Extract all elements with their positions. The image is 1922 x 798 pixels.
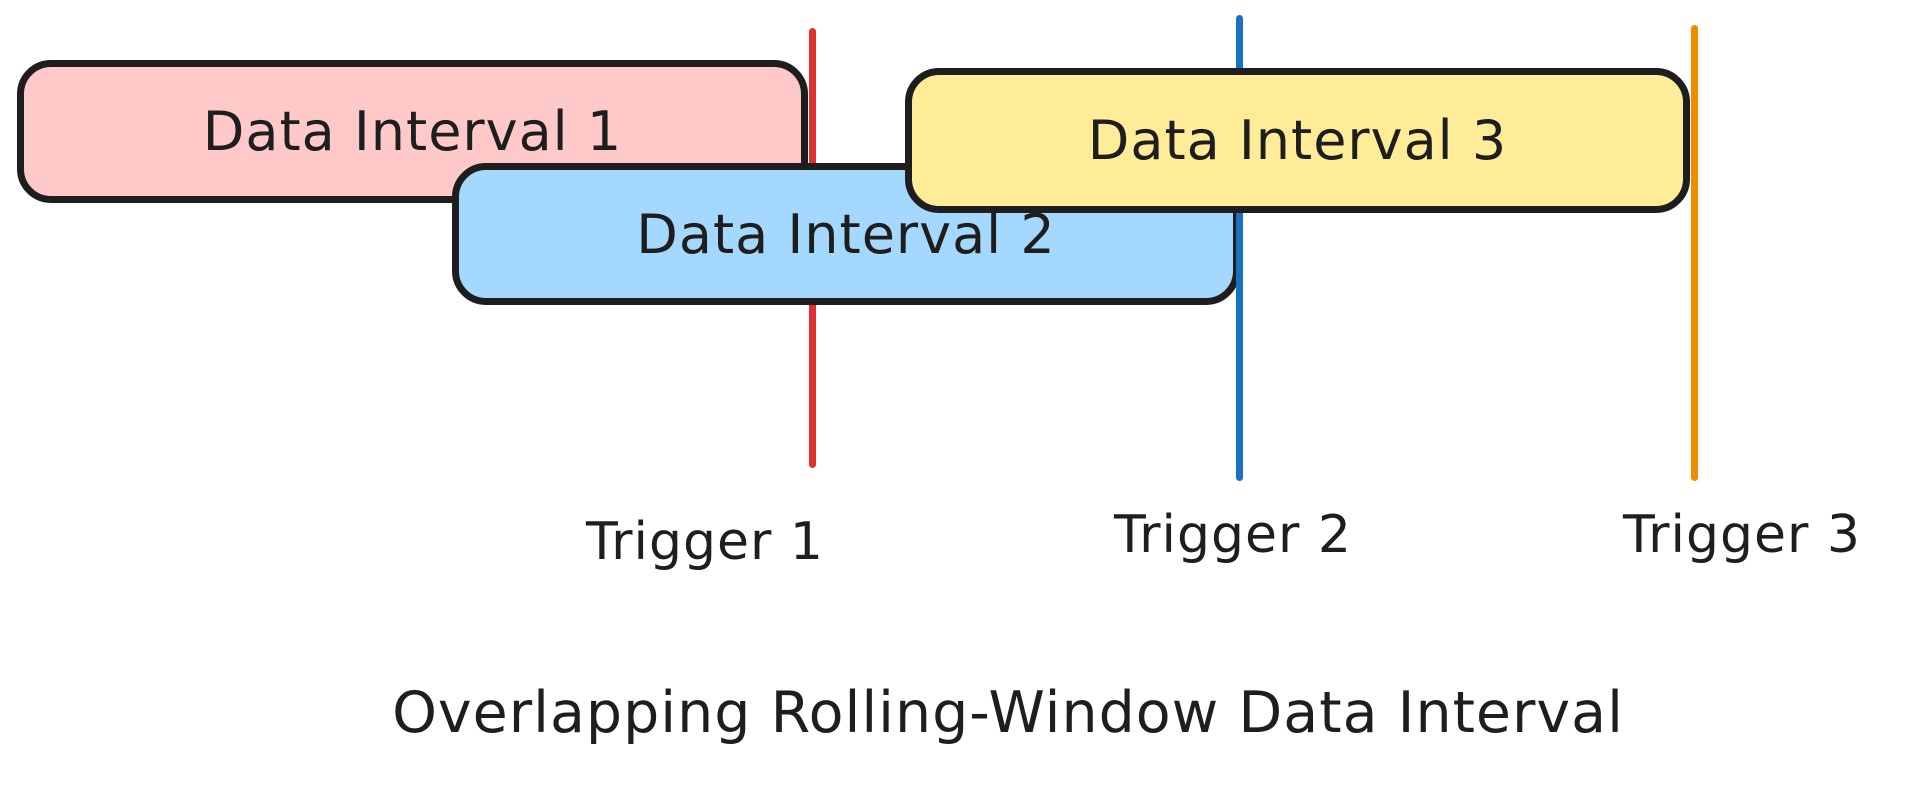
trigger-3-label: Trigger 3	[1623, 505, 1861, 565]
data-interval-3-box: Data Interval 3	[905, 68, 1690, 213]
data-interval-2-label: Data Interval 2	[636, 202, 1056, 266]
data-interval-3-label: Data Interval 3	[1087, 109, 1508, 172]
trigger-2-label: Trigger 2	[1114, 505, 1352, 565]
data-interval-1-box: Data Interval 1	[17, 60, 808, 203]
trigger-3-line	[1691, 25, 1698, 481]
trigger-1-label: Trigger 1	[586, 512, 824, 572]
diagram-title: Overlapping Rolling-Window Data Interval	[392, 680, 1624, 746]
trigger-2-line	[1236, 15, 1243, 481]
data-interval-1-label: Data Interval 1	[202, 100, 623, 163]
